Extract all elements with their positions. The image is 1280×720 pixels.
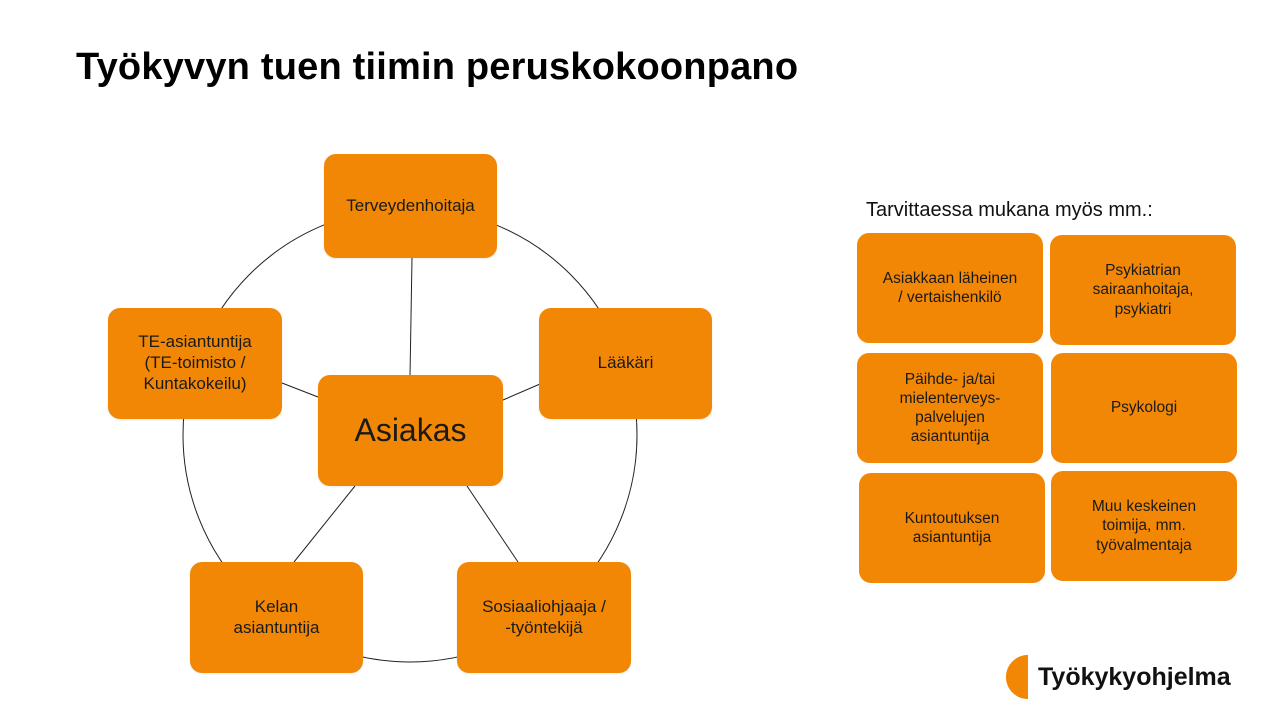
side-item-psykologi: Psykologi [1051, 353, 1237, 463]
node-label: Sosiaaliohjaaja / -työntekijä [482, 596, 606, 637]
side-item-label: Kuntoutuksen asiantuntija [904, 509, 1000, 546]
side-panel-heading: Tarvittaessa mukana myös mm.: [866, 199, 1153, 221]
spoke-terveydenhoitaja [409, 257, 413, 377]
node-asiakas: Asiakas [318, 375, 503, 486]
side-item-label: Päihde- ja/tai mielenterveys- palvelujen… [899, 370, 1001, 446]
node-label: Terveydenhoitaja [346, 195, 475, 215]
spokes [281, 257, 541, 563]
node-laakari: Lääkäri [539, 308, 712, 419]
side-item-psykiatria: Psykiatrian sairaanhoitaja, psykiatri [1050, 235, 1236, 345]
side-item-label: Asiakkaan läheinen / vertaishenkilö [882, 269, 1018, 306]
spoke-sosiaaliohjaaja [466, 485, 519, 563]
node-te-asiantuntija: TE-asiantuntija (TE-toimisto / Kuntakoke… [108, 308, 282, 419]
slide-title: Työkyvyn tuen tiimin peruskokoonpano [76, 46, 799, 88]
side-item-muu: Muu keskeinen toimija, mm. työvalmentaja [1051, 471, 1237, 581]
side-item-kuntoutus: Kuntoutuksen asiantuntija [859, 473, 1045, 583]
side-item-label: Muu keskeinen toimija, mm. työvalmentaja [1091, 498, 1197, 554]
side-item-label: Psykiatrian sairaanhoitaja, psykiatri [1092, 262, 1194, 318]
node-kela: Kelan asiantuntija [190, 562, 363, 673]
half-circle-logo-icon [1006, 655, 1028, 699]
node-label: Kelan asiantuntija [233, 596, 320, 637]
node-label: TE-asiantuntija (TE-toimisto / Kuntakoke… [138, 332, 252, 393]
side-item-label: Psykologi [1110, 399, 1178, 417]
spoke-laakari [502, 383, 541, 401]
node-label: Lääkäri [597, 353, 654, 373]
logo: Työkykyohjelma [1004, 655, 1231, 699]
side-item-laheinen: Asiakkaan läheinen / vertaishenkilö [857, 233, 1043, 343]
center-label: Asiakas [354, 411, 467, 448]
node-terveydenhoitaja: Terveydenhoitaja [324, 154, 497, 258]
node-sosiaaliohjaaja: Sosiaaliohjaaja / -työntekijä [457, 562, 631, 673]
logo-text: Työkykyohjelma [1038, 662, 1231, 691]
spoke-kela [293, 485, 356, 563]
spoke-te [281, 382, 319, 398]
side-item-paihde: Päihde- ja/tai mielenterveys- palvelujen… [857, 353, 1043, 463]
